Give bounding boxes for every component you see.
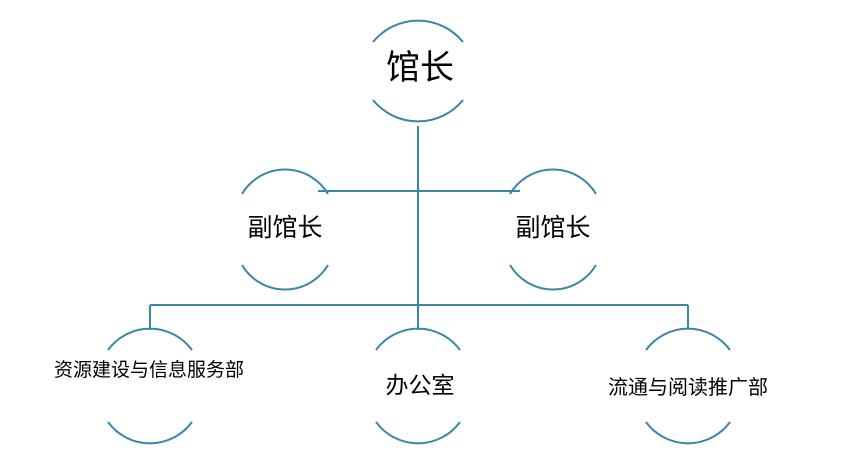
- department-office-label: 办公室: [385, 373, 455, 399]
- department-mid-node-bottom-arc: [375, 421, 461, 445]
- deputy-right-node-bottom-arc: [509, 264, 597, 291]
- department-mid-node-top-arc: [375, 327, 461, 351]
- department-resource-label: 资源建设与信息服务部: [53, 359, 244, 381]
- director-node-bottom-arc: [372, 99, 464, 123]
- department-right-node-bottom-arc: [645, 421, 731, 445]
- deputy-left-node-top-arc: [241, 168, 329, 195]
- director-node-top-arc: [372, 19, 464, 43]
- department-left-node-top-arc: [107, 327, 193, 351]
- deputy-right-label: 副馆长: [515, 213, 591, 242]
- department-circulation-label: 流通与阅读推广部: [608, 375, 768, 399]
- department-left-node-bottom-arc: [107, 421, 193, 445]
- department-right-node-top-arc: [645, 327, 731, 351]
- deputy-left-label: 副馆长: [247, 213, 323, 242]
- director-label: 馆长: [386, 48, 454, 88]
- deputy-left-node-bottom-arc: [241, 264, 329, 291]
- deputy-right-node-top-arc: [509, 168, 597, 195]
